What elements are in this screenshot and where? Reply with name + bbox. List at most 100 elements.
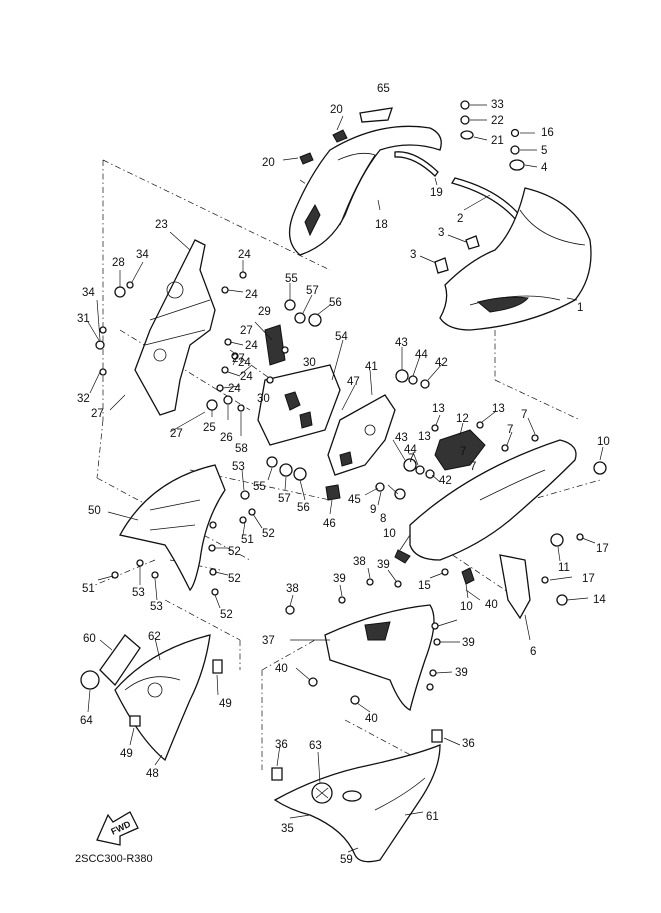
callout-44: 44 [415, 349, 428, 361]
callout-57: 57 [306, 285, 319, 297]
callout-38: 38 [286, 583, 299, 595]
callout-7: 7 [507, 424, 513, 436]
callout-23: 23 [155, 219, 168, 231]
callout-13: 13 [418, 431, 431, 443]
callout-55: 55 [253, 481, 266, 493]
callout-2: 2 [457, 213, 463, 225]
callout-45: 45 [348, 494, 361, 506]
lower-panel-part-48 [114, 634, 211, 762]
callout-10: 10 [383, 528, 396, 540]
callout-27: 27 [91, 408, 104, 420]
leader-lines [87, 104, 604, 853]
callout-63: 63 [309, 740, 322, 752]
callout-14: 14 [593, 594, 606, 606]
callout-42: 42 [435, 357, 448, 369]
callout-10: 10 [597, 436, 610, 448]
callout-6: 6 [530, 646, 536, 658]
callout-56: 56 [297, 502, 310, 514]
left-bracket-part-23 [134, 239, 216, 416]
callout-39: 39 [377, 559, 390, 571]
callout-60: 60 [83, 633, 96, 645]
callout-61: 61 [426, 811, 439, 823]
callout-39: 39 [462, 637, 475, 649]
callout-27: 27 [232, 353, 245, 365]
callout-59: 59 [340, 854, 353, 866]
callout-7: 7 [460, 446, 466, 458]
callout-29: 29 [258, 306, 271, 318]
callout-53: 53 [150, 601, 163, 613]
callout-54: 54 [335, 331, 348, 343]
callout-46: 46 [323, 518, 336, 530]
callout-58: 58 [235, 443, 248, 455]
callout-27: 27 [170, 428, 183, 440]
callout-55: 55 [285, 273, 298, 285]
mesh-part-12 [434, 429, 486, 471]
callout-24: 24 [228, 383, 241, 395]
callout-56: 56 [329, 297, 342, 309]
main-cowl-part-1 [439, 187, 592, 331]
callout-22: 22 [491, 115, 504, 127]
callout-26: 26 [220, 432, 233, 444]
callout-57: 57 [278, 493, 291, 505]
fwd-arrow-icon [96, 811, 139, 846]
bracket-part-41 [327, 394, 396, 476]
sticker-part-60 [99, 634, 141, 687]
callout-34: 34 [82, 287, 95, 299]
callout-44: 44 [404, 444, 417, 456]
callout-50: 50 [88, 505, 101, 517]
callout-49: 49 [120, 748, 133, 760]
callout-52: 52 [262, 528, 275, 540]
callout-13: 13 [492, 403, 505, 415]
callout-7: 7 [521, 409, 527, 421]
callout-53: 53 [232, 461, 245, 473]
callout-42: 42 [439, 475, 452, 487]
callout-30: 30 [303, 357, 316, 369]
callout-31: 31 [77, 313, 90, 325]
callout-64: 64 [80, 715, 93, 727]
callout-7: 7 [408, 453, 414, 465]
callout-17: 17 [596, 543, 609, 555]
callout-36: 36 [462, 738, 475, 750]
callout-38: 38 [353, 556, 366, 568]
callout-30: 30 [257, 393, 270, 405]
callout-48: 48 [146, 768, 159, 780]
lower-fairing-part-35 [273, 744, 441, 863]
callout-32: 32 [77, 393, 90, 405]
callout-5: 5 [541, 145, 547, 157]
callout-20: 20 [330, 104, 343, 116]
callout-11: 11 [558, 562, 570, 574]
callout-39: 39 [455, 667, 468, 679]
callout-34: 34 [136, 249, 149, 261]
sticker-part-65 [359, 107, 393, 123]
callout-62: 62 [148, 631, 161, 643]
callout-25: 25 [203, 422, 216, 434]
callout-40: 40 [365, 713, 378, 725]
callout-28: 28 [112, 257, 125, 269]
callout-40: 40 [485, 599, 498, 611]
callout-47: 47 [347, 376, 360, 388]
callout-9: 9 [370, 504, 376, 516]
duct-part-54 [257, 364, 341, 446]
callout-35: 35 [281, 823, 294, 835]
callout-65: 65 [377, 83, 390, 95]
callout-10: 10 [460, 601, 473, 613]
callout-13: 13 [432, 403, 445, 415]
callout-8: 8 [380, 513, 386, 525]
upper-shield-part-18 [288, 125, 442, 256]
callout-51: 51 [241, 534, 254, 546]
callout-24: 24 [238, 357, 251, 369]
diagram-code: 2SCC300-R380 [75, 853, 153, 865]
callout-40: 40 [275, 663, 288, 675]
callout-18: 18 [375, 219, 388, 231]
callout-49: 49 [219, 698, 232, 710]
callout-24: 24 [245, 340, 258, 352]
callout-37: 37 [262, 635, 275, 647]
callout-51: 51 [82, 583, 95, 595]
callout-36: 36 [275, 739, 288, 751]
callout-3: 3 [438, 227, 444, 239]
callout-24: 24 [245, 289, 258, 301]
callout-3: 3 [410, 249, 416, 261]
callout-19: 19 [430, 187, 443, 199]
